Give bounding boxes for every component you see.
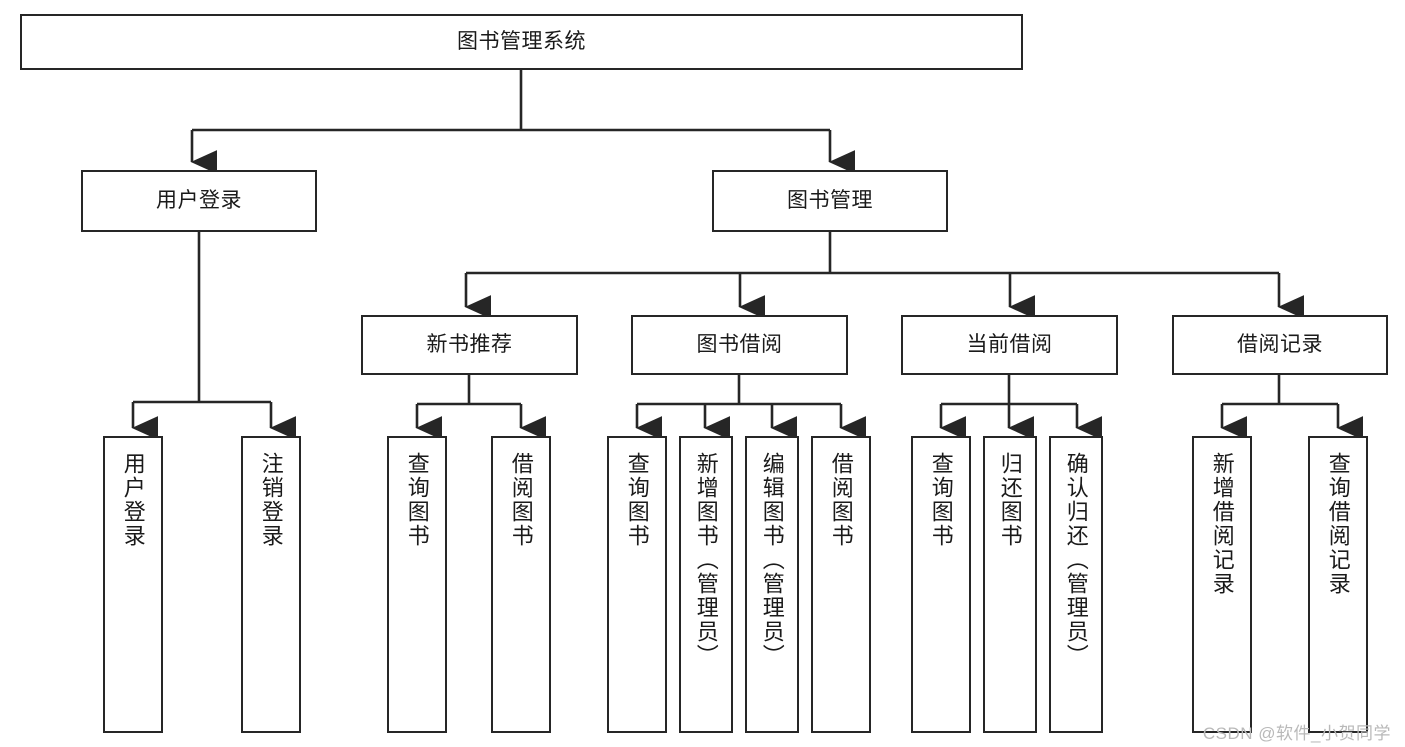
leaf-add-book-admin[interactable]: 新增图书（管理员） — [679, 436, 733, 733]
node-label: 新书推荐 — [426, 332, 513, 356]
node-label: 图书借阅 — [696, 332, 783, 356]
leaf-return-books[interactable]: 归还图书 — [983, 436, 1037, 733]
leaf-borrow-books-borrowing[interactable]: 借阅图书 — [811, 436, 871, 733]
csdn-watermark: CSDN @软件_小贺同学 — [1202, 724, 1391, 743]
node-label: 查询图书 — [928, 452, 954, 548]
node-label: 新增图书（管理员） — [693, 452, 719, 668]
node-label: 查询图书 — [624, 452, 650, 548]
node-label: 借阅记录 — [1237, 332, 1323, 356]
node-label: 借阅图书 — [828, 452, 854, 548]
node-root-book-management-system[interactable]: 图书管理系统 — [20, 14, 1023, 70]
node-book-management[interactable]: 图书管理 — [712, 170, 948, 232]
leaf-add-borrowing-record[interactable]: 新增借阅记录 — [1192, 436, 1252, 733]
node-label: 查询图书 — [404, 452, 430, 548]
node-label: 注销登录 — [258, 452, 284, 548]
node-label: 当前借阅 — [966, 332, 1053, 356]
leaf-query-books-current[interactable]: 查询图书 — [911, 436, 971, 733]
leaf-query-borrowing-record[interactable]: 查询借阅记录 — [1308, 436, 1368, 733]
leaf-edit-book-admin[interactable]: 编辑图书（管理员） — [745, 436, 799, 733]
leaf-query-books-borrowing[interactable]: 查询图书 — [607, 436, 667, 733]
node-label: 用户登录 — [120, 452, 146, 548]
leaf-query-books-recommendation[interactable]: 查询图书 — [387, 436, 447, 733]
node-label: 归还图书 — [997, 452, 1023, 548]
node-label: 图书管理 — [787, 188, 873, 212]
leaf-user-login[interactable]: 用户登录 — [103, 436, 163, 733]
node-label: 确认归还（管理员） — [1063, 452, 1089, 668]
node-label: 借阅图书 — [508, 452, 534, 548]
node-label: 编辑图书（管理员） — [759, 452, 785, 668]
node-current-borrowing[interactable]: 当前借阅 — [901, 315, 1118, 375]
leaf-confirm-return-admin[interactable]: 确认归还（管理员） — [1049, 436, 1103, 733]
leaf-logout[interactable]: 注销登录 — [241, 436, 301, 733]
node-new-book-recommendation[interactable]: 新书推荐 — [361, 315, 578, 375]
node-label: 用户登录 — [156, 188, 242, 212]
node-label: 图书管理系统 — [457, 29, 586, 53]
node-borrowing-records[interactable]: 借阅记录 — [1172, 315, 1388, 375]
node-label: 新增借阅记录 — [1209, 452, 1235, 596]
node-book-borrowing[interactable]: 图书借阅 — [631, 315, 848, 375]
node-user-login[interactable]: 用户登录 — [81, 170, 317, 232]
node-label: 查询借阅记录 — [1325, 452, 1351, 596]
leaf-borrow-books-recommendation[interactable]: 借阅图书 — [491, 436, 551, 733]
